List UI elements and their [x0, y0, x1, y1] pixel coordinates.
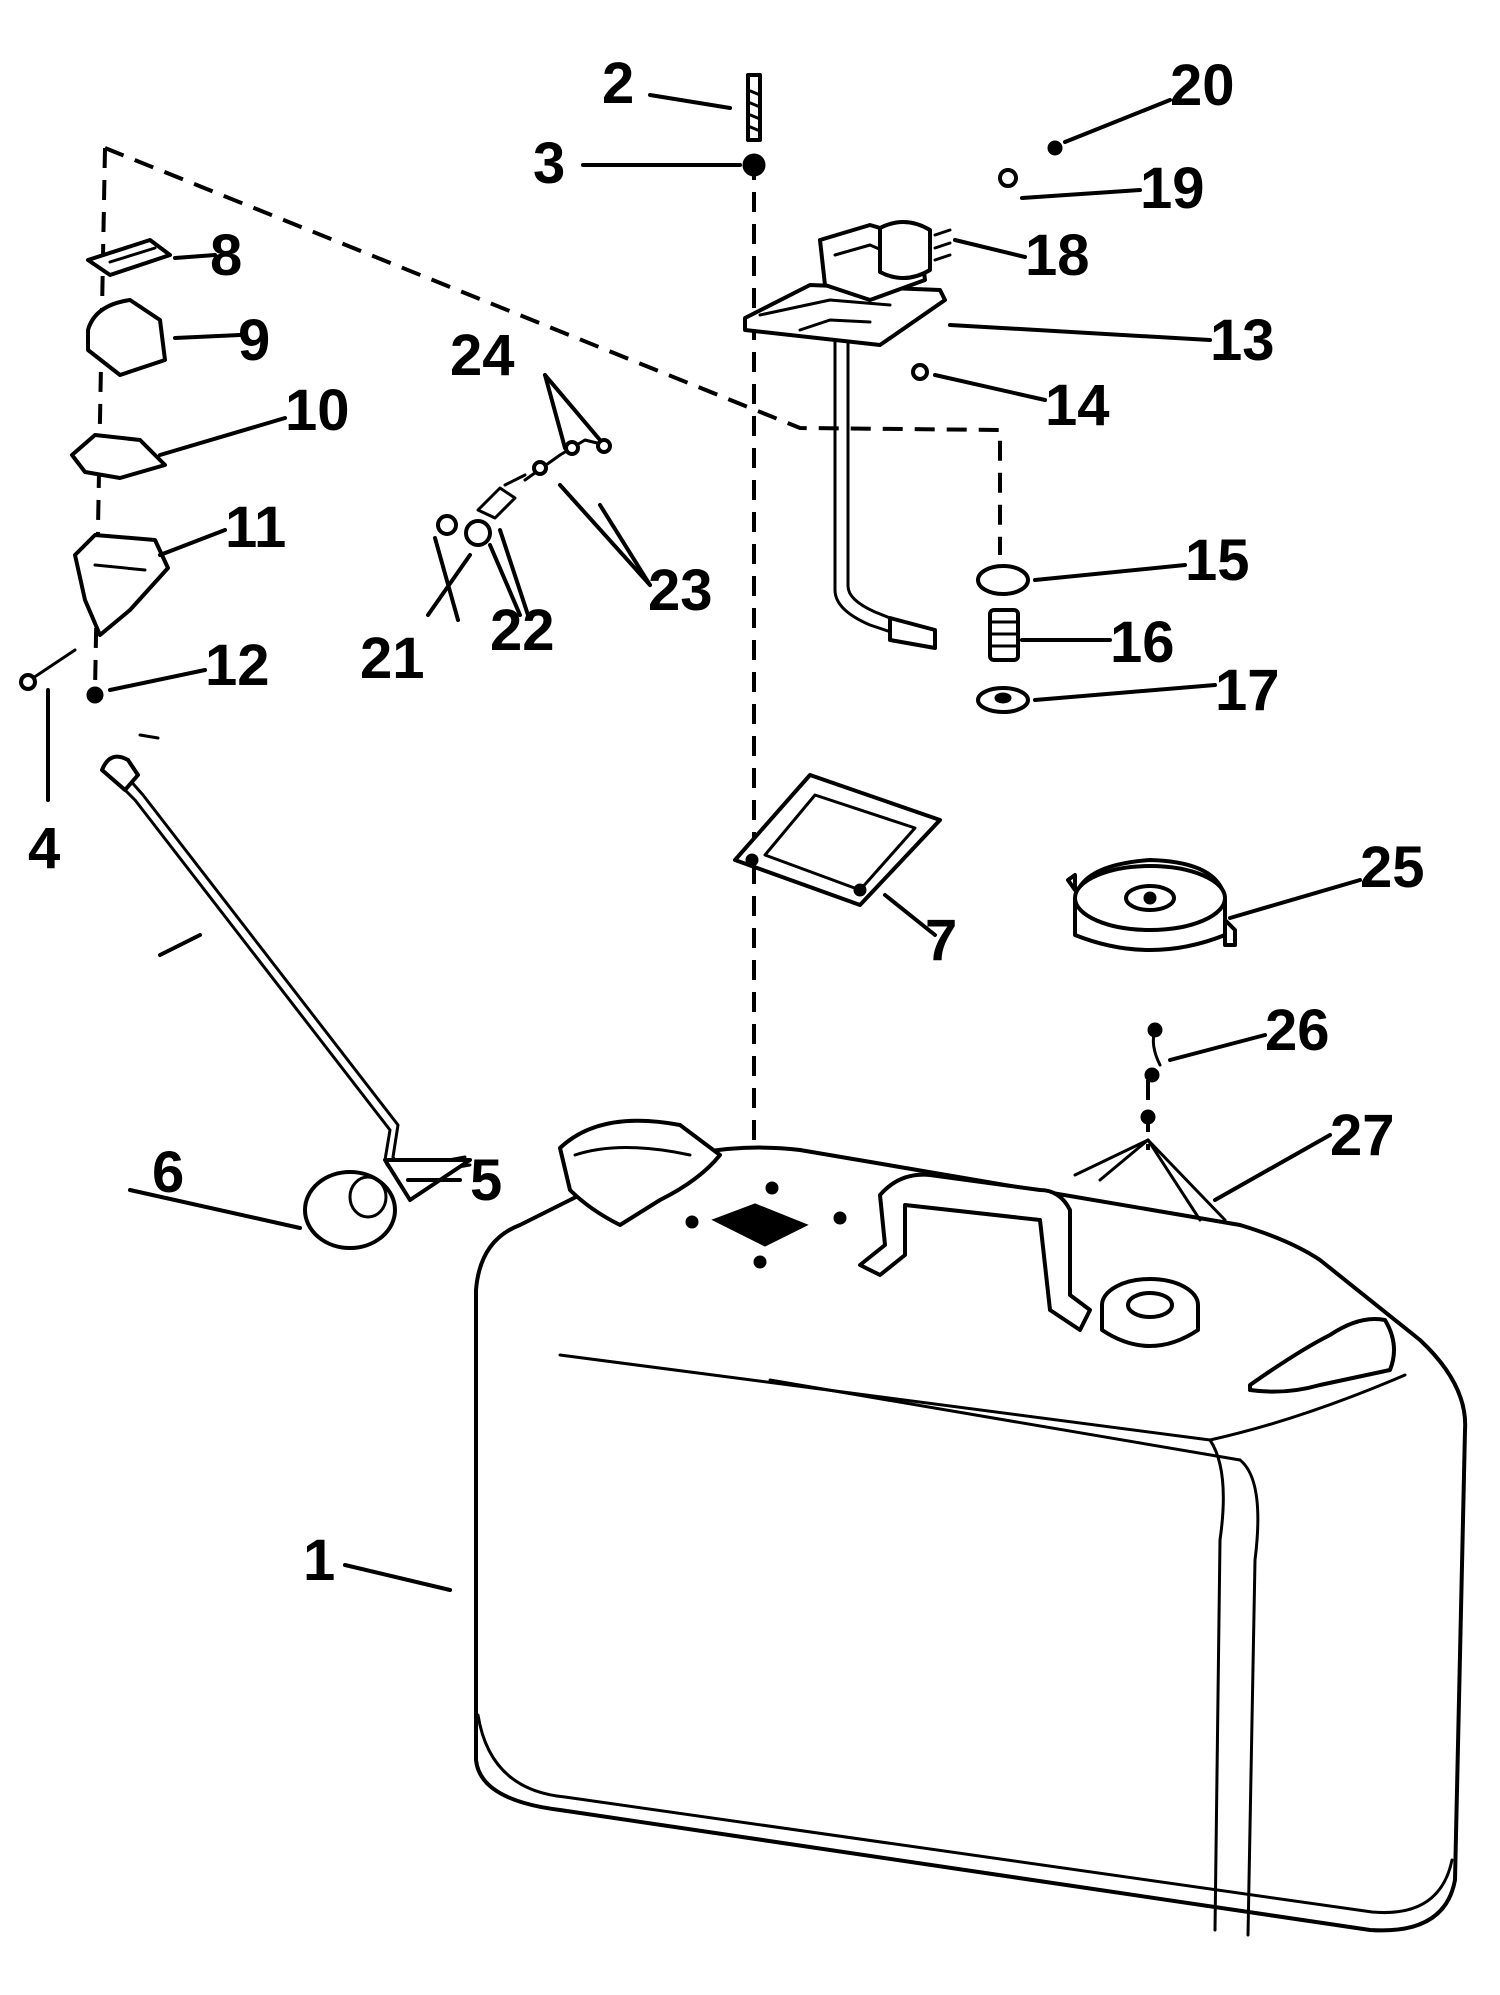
label-23: 23: [648, 558, 713, 623]
label-3: 3: [533, 131, 565, 196]
label-14: 14: [1045, 373, 1110, 438]
label-22: 22: [490, 598, 555, 663]
label-5: 5: [470, 1148, 502, 1213]
label-15: 15: [1185, 528, 1250, 593]
clip-part-27: [1073, 1109, 1227, 1222]
gauge-cover-part-9: [86, 298, 167, 377]
label-8: 8: [210, 223, 242, 288]
spring-part-23: [476, 473, 527, 520]
tank-filler-neck: [1100, 1277, 1200, 1348]
label-7: 7: [925, 908, 957, 973]
indicator-part-10: [70, 433, 167, 480]
grommet-part-17: [976, 686, 1030, 714]
label-13: 13: [1210, 308, 1275, 373]
lens-part-8: [86, 238, 172, 277]
label-27: 27: [1330, 1103, 1395, 1168]
tank-front-grip: [558, 1118, 722, 1227]
float-part-15: [976, 564, 1030, 596]
leader-lines: [46, 93, 1362, 1592]
spring-part-16: [988, 608, 1020, 662]
label-18: 18: [1025, 223, 1090, 288]
label-9: 9: [238, 308, 270, 373]
label-25: 25: [1360, 835, 1425, 900]
lockwasher-part-3: [742, 153, 766, 177]
gasket-part-7: [733, 773, 942, 907]
screw-part-12: [86, 686, 104, 704]
filler-cap-part-25: [1066, 858, 1237, 952]
tank-fuel-port: [685, 1181, 847, 1269]
part-number-labels: 1 2 3 4 5 6 7 8 9 10 11 12 13 14 15 16 1…: [28, 51, 1425, 1593]
screw-part-4: [19, 648, 77, 691]
label-19: 19: [1140, 156, 1205, 221]
gauge-body-part-11: [73, 533, 170, 637]
tank-carry-handle: [858, 1172, 1092, 1332]
screw-part-2: [746, 73, 762, 142]
label-21: 21: [360, 626, 425, 691]
label-20: 20: [1170, 53, 1235, 118]
label-4: 4: [28, 816, 60, 881]
label-10: 10: [285, 378, 350, 443]
nut-part-14: [911, 363, 929, 381]
sender-part-18: [933, 228, 952, 262]
nut-part-24: [523, 438, 612, 482]
chain-part-26: [1144, 1022, 1163, 1083]
ball-part-21: [436, 514, 458, 536]
seal-part-22: [464, 519, 492, 547]
washer-part-19: [998, 168, 1018, 188]
float-arm-part-5: [100, 733, 472, 1202]
label-2: 2: [602, 51, 634, 116]
fuel-tank-body: [474, 1145, 1468, 1937]
label-11: 11: [225, 495, 286, 560]
label-6: 6: [152, 1140, 184, 1205]
label-12: 12: [205, 633, 270, 698]
nut-part-20: [1047, 140, 1063, 156]
tank-rear-grip: [1248, 1317, 1396, 1394]
float-part-6: [303, 1170, 397, 1250]
fuel-gauge-assembly-part-13: [743, 220, 947, 650]
label-1: 1: [303, 1528, 335, 1593]
label-24: 24: [450, 323, 515, 388]
label-16: 16: [1110, 610, 1175, 675]
label-26: 26: [1265, 998, 1330, 1063]
label-17: 17: [1215, 658, 1280, 723]
